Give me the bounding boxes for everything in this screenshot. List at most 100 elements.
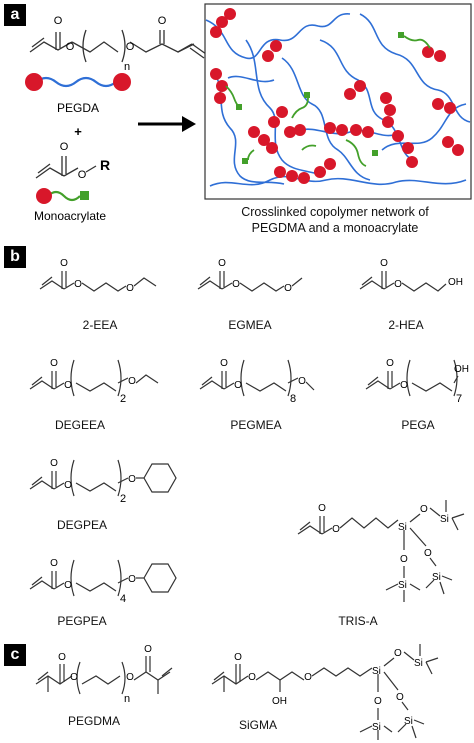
label-pegmea: PEGMEA — [230, 418, 282, 432]
struct-pega: O O OH 7 — [365, 358, 469, 405]
struct-2-eea: O O O — [39, 258, 157, 294]
mono-r-group: R — [100, 157, 110, 173]
mono-o1: O — [60, 141, 69, 153]
sigma-si-2: Si — [372, 722, 381, 733]
pegdma-o4: O — [126, 672, 134, 683]
svg-text:O: O — [232, 279, 240, 290]
tris-si-2: Si — [398, 580, 407, 591]
pegda-o4: O — [126, 41, 135, 53]
label-degpea: DEGPEA — [56, 518, 108, 532]
svg-text:OH: OH — [448, 277, 463, 288]
pegdma-o2: O — [144, 644, 152, 655]
monoacrylate-label: Monoacrylate — [34, 209, 106, 223]
label-2-hea: 2-HEA — [388, 318, 424, 332]
sigma-oh: OH — [272, 696, 287, 707]
struct-tris-a — [297, 500, 465, 602]
svg-text:OH: OH — [454, 364, 469, 375]
mono-o2: O — [78, 169, 87, 181]
sigma-o1: O — [234, 652, 242, 663]
sigma-si-1: Si — [414, 658, 423, 669]
monoacrylate-cartoon — [36, 188, 89, 204]
label-egmea: EGMEA — [228, 318, 272, 332]
svg-text:O: O — [128, 574, 136, 585]
svg-text:O: O — [234, 380, 242, 391]
panel-b-tag: b — [4, 246, 26, 268]
network-caption-line1: Crosslinked copolymer network of — [241, 205, 429, 219]
svg-text:O: O — [284, 283, 292, 294]
tris-o1: O — [318, 503, 326, 514]
svg-text:7: 7 — [456, 393, 462, 405]
svg-text:O: O — [394, 279, 402, 290]
tris-o4: O — [400, 554, 408, 565]
sigma-o4: O — [394, 648, 402, 659]
pegdma-subscript-n: n — [124, 693, 130, 705]
svg-text:4: 4 — [120, 593, 126, 605]
label-tris-a: TRIS-A — [338, 614, 378, 628]
label-pegdma: PEGDMA — [67, 714, 121, 728]
struct-2-hea: O O OH — [359, 258, 463, 292]
svg-text:O: O — [74, 279, 82, 290]
plus-sign: + — [74, 124, 82, 139]
pegdma-o1: O — [58, 652, 66, 663]
panel-c-tag: c — [4, 644, 26, 666]
tris-o5: O — [424, 548, 432, 559]
panel-a-tag: a — [4, 4, 26, 26]
pegda-structure — [29, 29, 207, 63]
pegda-o2: O — [158, 15, 167, 27]
svg-text:O: O — [400, 380, 408, 391]
svg-text:O: O — [64, 580, 72, 591]
svg-text:O: O — [298, 376, 306, 387]
sigma-o2: O — [248, 672, 256, 683]
network-pendant-monoacrylates — [225, 32, 431, 167]
label-degeea: DEGEEA — [54, 418, 106, 432]
svg-text:2: 2 — [120, 493, 126, 505]
svg-text:O: O — [220, 358, 228, 369]
struct-degpea: O O O 2 — [29, 458, 177, 505]
network-box — [204, 3, 472, 200]
sigma-o3: O — [304, 672, 312, 683]
pegda-cartoon — [25, 73, 131, 91]
svg-text:O: O — [218, 258, 226, 269]
sigma-o6: O — [396, 692, 404, 703]
sigma-si-center: Si — [372, 666, 381, 677]
sigma-o5: O — [374, 696, 382, 707]
tris-si-1: Si — [440, 514, 449, 525]
label-pegpea: PEGPEA — [57, 614, 107, 628]
pegda-o3: O — [66, 41, 75, 53]
label-sigma: SiGMA — [238, 718, 278, 732]
reaction-arrow — [138, 116, 196, 132]
svg-text:O: O — [50, 358, 58, 369]
struct-degeea: O O O 2 — [29, 358, 159, 405]
network-crosslink-beads — [210, 8, 464, 184]
pegda-o1: O — [54, 15, 63, 27]
svg-text:2: 2 — [120, 393, 126, 405]
pegdma-o3: O — [70, 672, 78, 683]
svg-text:O: O — [126, 283, 134, 294]
sigma-si-3: Si — [404, 716, 413, 727]
pegda-subscript-n: n — [124, 61, 130, 73]
tris-o2: O — [332, 524, 340, 535]
svg-text:O: O — [50, 558, 58, 569]
svg-text:O: O — [386, 358, 394, 369]
struct-egmea: O O O — [197, 258, 303, 294]
tris-si-3: Si — [432, 572, 441, 583]
network-caption: Crosslinked copolymer network of PEGDMA … — [200, 204, 470, 236]
label-2-eea: 2-EEA — [82, 318, 118, 332]
struct-pegmea: O O O 8 — [199, 358, 315, 405]
network-caption-line2: PEGDMA and a monoacrylate — [251, 221, 419, 235]
tris-si-center: Si — [398, 522, 407, 533]
struct-pegdma — [35, 656, 173, 695]
label-pega: PEGA — [401, 418, 435, 432]
svg-text:O: O — [380, 258, 388, 269]
tris-o3: O — [420, 504, 428, 515]
struct-sigma — [211, 644, 439, 740]
svg-text:O: O — [64, 380, 72, 391]
svg-text:8: 8 — [290, 393, 296, 405]
svg-text:O: O — [50, 458, 58, 469]
pegda-label: PEGDA — [57, 101, 99, 115]
monoacrylate-structure — [35, 156, 97, 179]
struct-pegpea: O O O 4 — [29, 558, 177, 605]
svg-text:O: O — [128, 474, 136, 485]
svg-text:O: O — [64, 480, 72, 491]
